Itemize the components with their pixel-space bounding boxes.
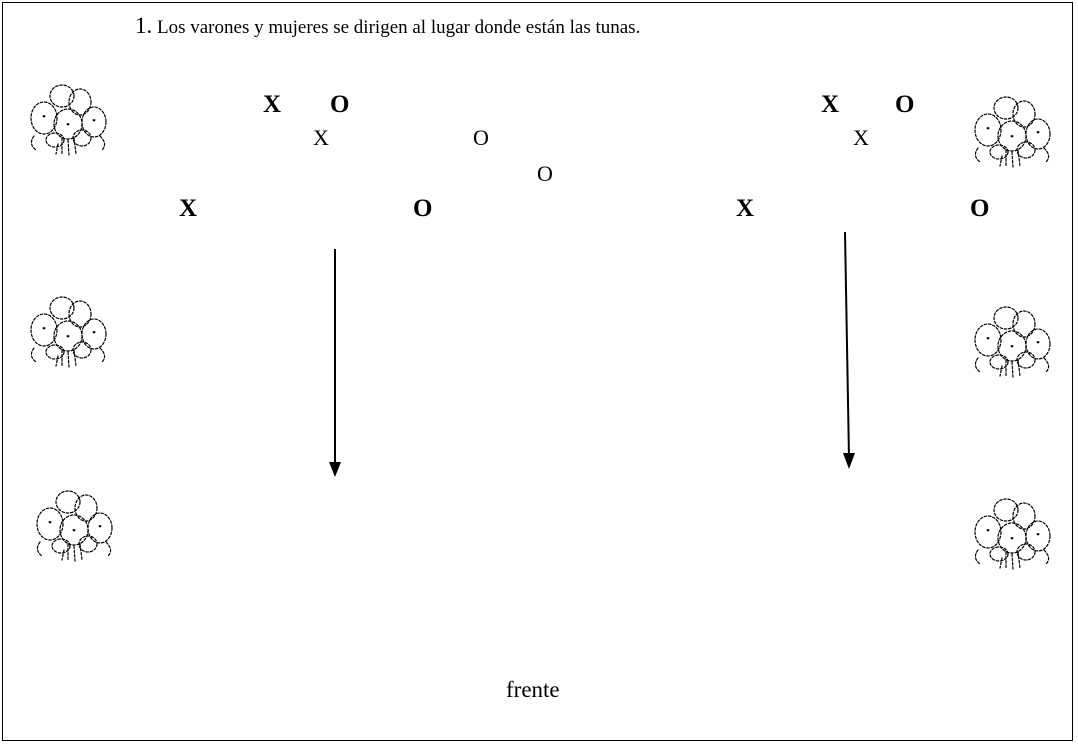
cactus-icon — [974, 498, 1051, 570]
cactus-icon — [974, 306, 1051, 378]
female-marker: O — [413, 195, 433, 222]
male-marker: X — [263, 91, 282, 118]
arrow-down-icon — [843, 231, 855, 469]
instruction-body: Los varones y mujeres se dirigen al luga… — [152, 17, 641, 38]
cactus-icon — [30, 84, 107, 156]
front-label: frente — [506, 677, 560, 702]
female-marker: O — [330, 91, 350, 118]
male-marker: X — [313, 125, 329, 150]
cactus-icon — [30, 296, 107, 368]
cactus-icon — [36, 490, 113, 562]
arrow-down-icon — [329, 249, 341, 477]
male-marker: X — [736, 195, 755, 222]
female-marker: O — [473, 125, 489, 150]
male-marker: X — [821, 91, 840, 118]
female-marker: O — [970, 195, 990, 222]
instruction-number: 1. — [135, 13, 153, 38]
male-marker: X — [179, 195, 198, 222]
male-marker: X — [853, 125, 869, 150]
instruction-text: 1. Los varones y mujeres se dirigen al l… — [135, 13, 640, 39]
female-marker: O — [895, 91, 915, 118]
cactus-icon — [974, 96, 1051, 168]
female-marker: O — [537, 161, 553, 186]
